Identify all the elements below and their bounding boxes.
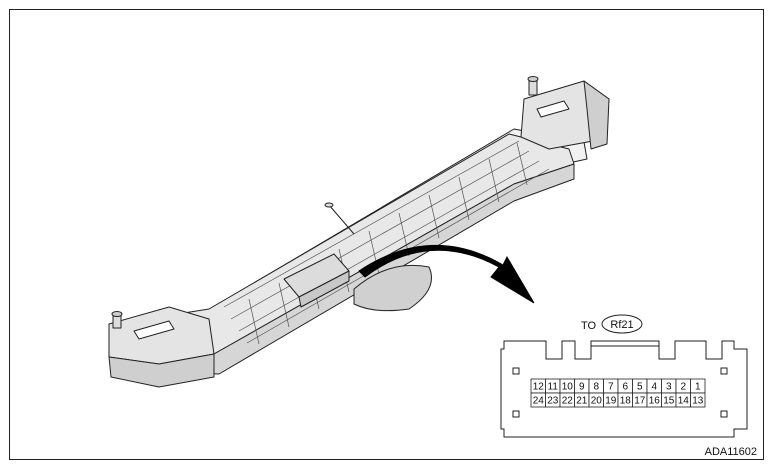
pin-number: 2 — [680, 382, 686, 393]
pin-cell: 18 — [617, 392, 633, 408]
pin-number: 5 — [637, 382, 643, 393]
pin-number: 3 — [666, 382, 672, 393]
pin-number: 19 — [605, 396, 617, 407]
pin-number: 23 — [547, 396, 559, 407]
pin-cell: 9 — [574, 378, 590, 394]
pin-number: 4 — [651, 382, 657, 393]
pin-cell: 8 — [588, 378, 604, 394]
pin-cell: 15 — [661, 392, 677, 408]
pin-cell: 11 — [545, 378, 561, 394]
pin-cell: 24 — [530, 392, 546, 408]
pin-cell: 16 — [646, 392, 662, 408]
pin-number: 6 — [622, 382, 628, 393]
pin-number: 12 — [533, 382, 545, 393]
pin-cell: 10 — [559, 378, 575, 394]
pin-number: 21 — [576, 396, 588, 407]
connector-id-oval — [601, 314, 643, 334]
pin-number: 24 — [533, 396, 545, 407]
locator-square — [512, 367, 520, 375]
locator-square — [720, 410, 728, 418]
pin-number: 7 — [608, 382, 614, 393]
pin-number: 8 — [593, 382, 599, 393]
pin-number: 22 — [562, 396, 574, 407]
pin-cell: 4 — [646, 378, 662, 394]
pin-cell: 2 — [675, 378, 691, 394]
pin-number: 10 — [562, 382, 574, 393]
pin-cell: 13 — [690, 392, 706, 408]
pin-number: 11 — [548, 382, 559, 393]
pin-number: 18 — [620, 396, 632, 407]
pin-cell: 14 — [675, 392, 691, 408]
pin-cell: 22 — [559, 392, 575, 408]
pin-cell: 6 — [617, 378, 633, 394]
pin-cell: 3 — [661, 378, 677, 394]
pin-cell: 19 — [603, 392, 619, 408]
pin-cell: 23 — [545, 392, 561, 408]
pin-number: 17 — [634, 396, 646, 407]
pointer-arrow — [358, 244, 535, 304]
junction-block-illustration — [108, 76, 610, 388]
pin-cell: 5 — [632, 378, 648, 394]
pin-number: 9 — [579, 382, 585, 393]
pin-number: 13 — [692, 396, 704, 407]
locator-square — [512, 410, 520, 418]
pin-cell: 12 — [530, 378, 546, 394]
connector-id: Rf21 — [610, 319, 633, 331]
pin-number: 14 — [678, 396, 690, 407]
pin-cell: 1 — [690, 378, 706, 394]
pin-cell: 21 — [574, 392, 590, 408]
pin-number: 1 — [695, 382, 701, 393]
pin-cell: 20 — [588, 392, 604, 408]
locator-square — [720, 367, 728, 375]
pin-number: 16 — [649, 396, 661, 407]
pin-cell: 7 — [603, 378, 619, 394]
pin-cell: 17 — [632, 392, 648, 408]
figure-code: ADA11602 — [705, 446, 757, 458]
pin-box — [690, 392, 706, 408]
pin-number: 20 — [591, 396, 603, 407]
pin-number: 15 — [663, 396, 675, 407]
to-label: TO — [581, 320, 597, 332]
